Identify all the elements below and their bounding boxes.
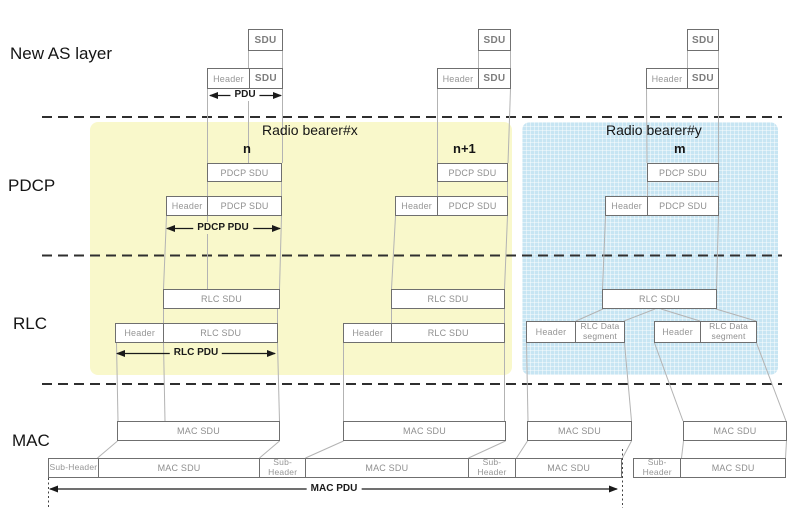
mac-sdu-box: MAC SDU — [527, 421, 632, 441]
sub-header-cell: Sub-Header — [49, 462, 98, 473]
pdcp-sdu-box: PDCP SDU — [207, 163, 282, 182]
header-cell: Header — [651, 73, 683, 84]
rlc-pdu-box: Header RLC SDU — [343, 323, 505, 343]
rlc-data-segment-cell: RLC Data segment — [700, 322, 756, 342]
sdu-cell: SDU — [477, 69, 510, 88]
header-cell: Header — [662, 327, 693, 337]
rlc-segment-box: Header RLC Data segment — [654, 321, 757, 343]
header-cell: Header — [442, 73, 474, 84]
header-sdu-box: Header SDU — [646, 68, 719, 89]
pdcp-sdu-box: PDCP SDU — [437, 163, 508, 182]
sub-header-cell: Sub-Header — [467, 458, 516, 477]
sub-header-cell: Sub-Header — [642, 457, 672, 477]
header-sdu-box: Header SDU — [207, 68, 283, 89]
sdu-box: SDU — [687, 29, 719, 51]
pdcp-sdu-box: PDCP SDU — [647, 163, 719, 182]
mac-pdu-row: Sub-Header MAC SDU Sub-Header MAC SDU Su… — [48, 458, 622, 478]
mac-pdu-arrow-label: MAC PDU — [306, 483, 362, 495]
mac-sdu-cell: MAC SDU — [97, 459, 259, 477]
sdu-box: SDU — [478, 29, 511, 51]
header-cell: Header — [213, 73, 244, 84]
rlc-sdu-box: RLC SDU — [391, 289, 505, 309]
pdcp-pdu-box: Header PDCP SDU — [605, 196, 719, 216]
header-cell: Header — [611, 201, 642, 211]
pdu-arrow-label: PDU — [230, 89, 260, 101]
rlc-sdu-cell: RLC SDU — [391, 324, 504, 342]
sub-header-cell: Sub-Header — [259, 458, 305, 477]
mac-sdu-box: MAC SDU — [117, 421, 280, 441]
rlc-segment-box: Header RLC Data segment — [526, 321, 625, 343]
layer-label-rlc: RLC — [13, 314, 48, 333]
column-label-n: n — [243, 141, 251, 156]
bearer-x-label: Radio bearer#x — [262, 122, 358, 138]
mac-sdu-cell: MAC SDU — [305, 459, 467, 477]
rlc-pdu-box: Header RLC SDU — [115, 323, 278, 343]
mac-sdu-box: MAC SDU — [683, 421, 787, 441]
mac-sdu-cell: MAC SDU — [515, 459, 621, 477]
pdcp-pdu-arrow-label: PDCP PDU — [193, 222, 253, 234]
header-cell: Header — [535, 327, 567, 337]
header-cell: Header — [124, 328, 156, 338]
sdu-cell: SDU — [248, 69, 282, 88]
rlc-sdu-box: RLC SDU — [163, 289, 280, 309]
header-cell: Header — [401, 201, 432, 211]
column-label-n1: n+1 — [453, 141, 476, 156]
pdcp-sdu-cell: PDCP SDU — [647, 197, 718, 215]
pdcp-pdu-box: Header PDCP SDU — [166, 196, 282, 216]
pdcp-sdu-cell: PDCP SDU — [207, 197, 281, 215]
pdcp-pdu-box: Header PDCP SDU — [395, 196, 508, 216]
mac-sdu-cell: MAC SDU — [680, 459, 785, 477]
rlc-data-segment-cell: RLC Data segment — [575, 322, 624, 342]
header-cell: Header — [171, 201, 203, 211]
header-sdu-box: Header SDU — [437, 68, 511, 89]
rlc-sdu-cell: RLC SDU — [163, 324, 277, 342]
sdu-box: SDU — [248, 29, 283, 51]
rlc-sdu-box: RLC SDU — [602, 289, 717, 309]
header-cell: Header — [352, 328, 384, 338]
mac-sdu-box: MAC SDU — [343, 421, 506, 441]
mac-pdu-row-next: Sub-Header MAC SDU — [633, 458, 786, 478]
pdcp-sdu-cell: PDCP SDU — [437, 197, 507, 215]
sdu-cell: SDU — [686, 69, 718, 88]
layer-label-pdcp: PDCP — [8, 176, 56, 195]
bearer-y-label: Radio bearer#y — [606, 122, 702, 138]
layer-label-mac: MAC — [12, 431, 50, 450]
column-label-m: m — [674, 141, 686, 156]
rlc-pdu-arrow-label: RLC PDU — [169, 347, 223, 359]
layer-label-new-as: New AS layer — [10, 44, 113, 63]
